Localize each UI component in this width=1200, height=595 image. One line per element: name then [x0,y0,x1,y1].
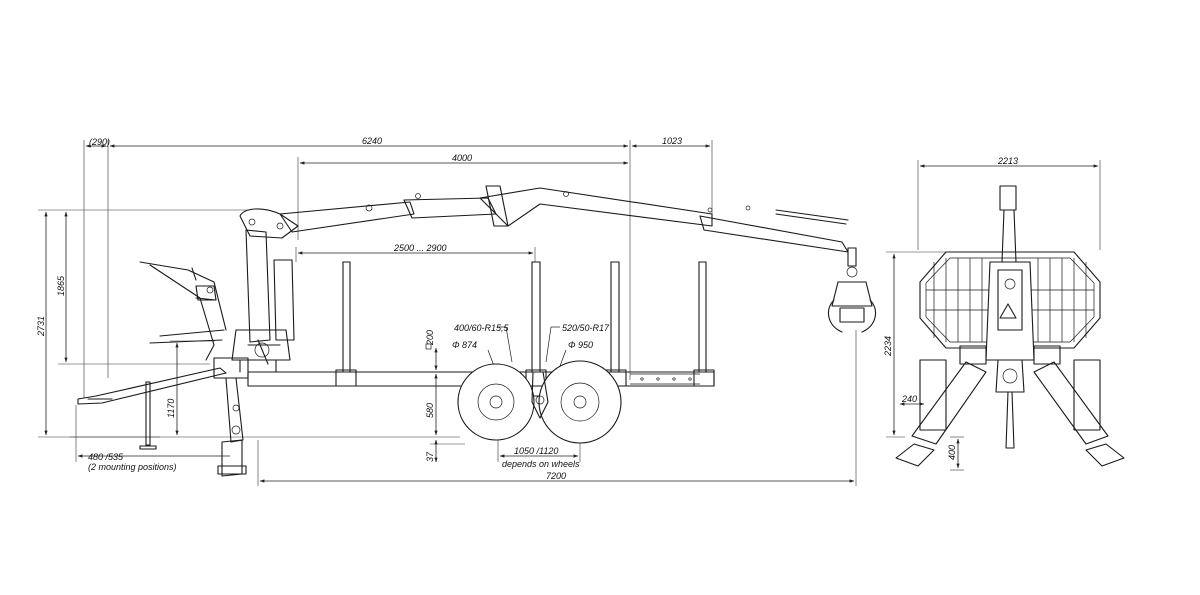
dim-2500-2900-label: 2500 ... 2900 [393,243,447,253]
dim-1023-label: 1023 [662,136,682,146]
support-leg [145,381,151,446]
tire-front-size-label: 400/60-R15,5 [454,323,510,333]
dim-290-label: (290) [89,137,110,147]
rear-view: 2213 2234 240 400 [883,156,1125,471]
axle-spacing-label: 1050 /1120 [514,446,558,456]
drawbar [77,367,227,405]
crane-boom [279,185,849,253]
outrigger-240-label: 240 [901,394,917,404]
rear-height-label: 2234 [883,336,893,357]
dim-7200-label: 7200 [546,471,566,481]
wheels [457,360,622,444]
side-view-dimensions: (290) 6240 1023 4000 2500 ... 2900 2731 … [36,136,857,486]
dim-580-label: 580 [425,403,435,418]
bunk-bars [926,258,1094,342]
rear-right-wheel [1073,359,1101,431]
dim-37-label: 37 [425,451,435,462]
left-outrigger [911,361,987,445]
outrigger-400-label: 400 [947,445,957,460]
front-wheel [457,363,535,441]
dim-1865-label: 1865 [56,275,66,296]
tire-front-diameter-label: Φ 874 [452,340,477,350]
rear-width-label: 2213 [997,156,1018,166]
rear-wheel [538,360,622,444]
dim-4000-label: 4000 [452,153,472,163]
dim-2731-label: 2731 [36,316,46,337]
hitch-dim-label: 480 /535 [88,452,124,462]
side-view-trailer [77,185,877,477]
hitch-dim-note: (2 mounting positions) [88,462,177,472]
operator-seat-frame [139,261,227,361]
rear-bunk-frame [919,251,1101,349]
stakes [335,261,715,387]
crane-column [231,208,299,373]
tire-rear-size-label: 520/50-R17 [562,323,610,333]
tire-rear-diameter-label: Φ 950 [568,340,593,350]
dim-6240-label: 6240 [362,136,382,146]
rear-crane-column [985,261,1035,361]
right-outrigger [1033,361,1109,445]
dim-200-label: 200 [425,330,435,346]
axle-spacing-note: depends on wheels [502,459,580,469]
stabilizer-leg [225,377,244,443]
dim-1170-label: 1170 [166,399,176,418]
grapple [827,247,877,333]
